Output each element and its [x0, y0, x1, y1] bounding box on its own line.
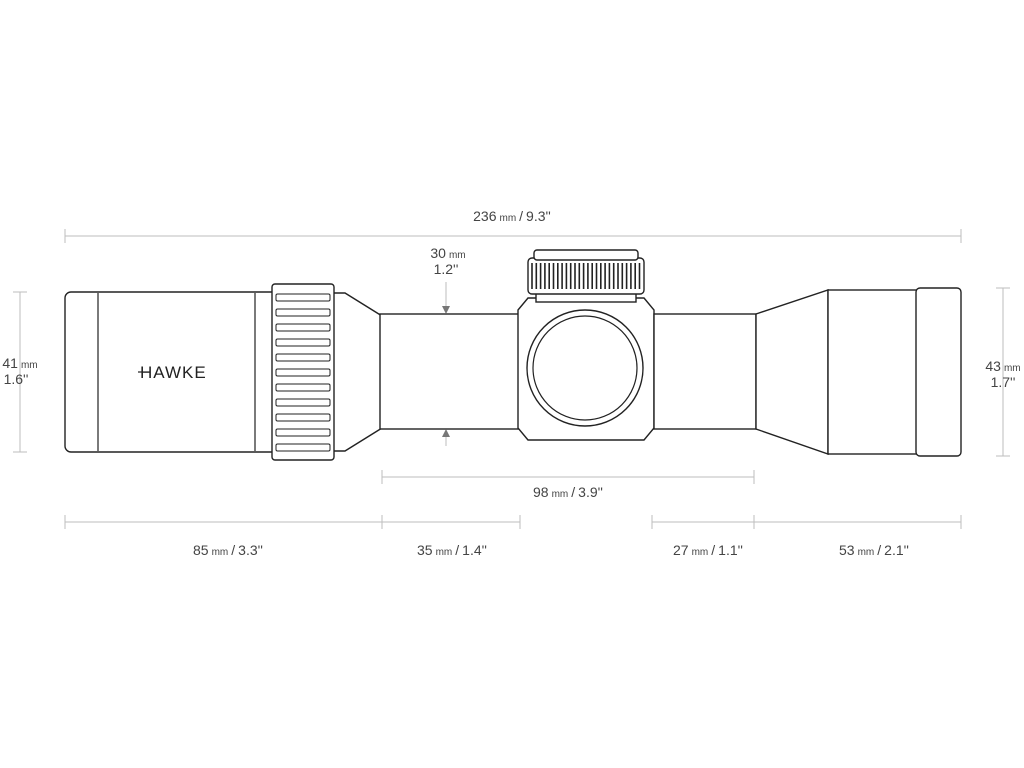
power-ring-ridge	[275, 338, 331, 347]
tube-diameter-inch-label: 1.2''	[434, 261, 459, 277]
elevation-turret	[527, 249, 645, 303]
power-ring-ridge	[275, 428, 331, 437]
power-ring-ridge	[275, 308, 331, 317]
eyepiece-diameter-inch-label: 1.6''	[4, 371, 29, 387]
power-ring-ridge	[275, 383, 331, 392]
riflescope: HAWKE	[64, 249, 962, 461]
turret-housing	[517, 297, 655, 441]
power-ring-ridge	[275, 323, 331, 332]
brand-logo-text: HAWKE	[140, 363, 207, 382]
power-ring-ridge	[275, 368, 331, 377]
objective-bell	[755, 287, 962, 457]
objective-diameter-inch-label: 1.7''	[991, 374, 1016, 390]
hawke-logo: HAWKE	[138, 363, 207, 382]
power-ring	[271, 283, 383, 461]
power-ring-ridge	[275, 413, 331, 422]
turret-knurling	[531, 263, 641, 289]
power-ring-ridge	[275, 443, 331, 452]
power-ring-ridge	[275, 353, 331, 362]
main-tube-rear	[379, 313, 521, 430]
power-ring-ridge	[275, 293, 331, 302]
main-tube-front	[653, 313, 757, 430]
power-ring-ridge	[275, 398, 331, 407]
power-ring-ridges	[275, 293, 331, 452]
